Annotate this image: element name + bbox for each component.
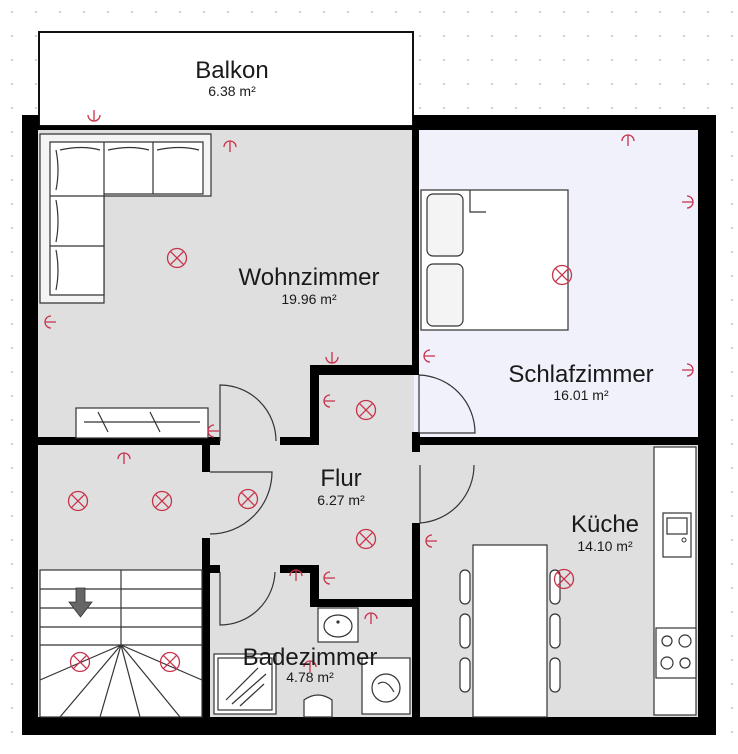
- room-name-flur: Flur: [320, 465, 361, 492]
- room-name-kueche: Küche: [571, 511, 639, 538]
- walls: [22, 115, 716, 735]
- bath-sink: [317, 607, 359, 643]
- door-links: [209, 471, 273, 535]
- room-area-kueche: 14.10 m²: [577, 538, 633, 554]
- sideboard: [75, 407, 209, 439]
- room-name-schlafzimmer: Schlafzimmer: [508, 361, 653, 388]
- room-area-schlafzimmer: 16.01 m²: [553, 387, 609, 403]
- room-balkon-floor: [38, 31, 414, 127]
- bathroom-fixtures: [213, 607, 411, 718]
- doors: [209, 374, 476, 626]
- kitchen-stove: [655, 627, 697, 679]
- door-badezimmer: [219, 571, 276, 626]
- room-name-badezimmer: Badezimmer: [243, 644, 378, 671]
- room-area-balkon: 6.38 m²: [208, 83, 256, 99]
- room-labels: Balkon 6.38 m² Wohnzimmer 19.96 m² Schla…: [195, 57, 653, 685]
- door-wohnzimmer: [219, 384, 277, 442]
- stair-down-arrow-icon: [68, 587, 93, 618]
- bed: [420, 189, 569, 331]
- shower: [213, 653, 277, 715]
- room-area-wohnzimmer: 19.96 m²: [281, 291, 337, 307]
- toilet: [303, 694, 333, 718]
- kitchen-sink: [662, 512, 692, 558]
- room-area-flur: 6.27 m²: [317, 492, 365, 508]
- room-name-balkon: Balkon: [195, 57, 268, 84]
- room-name-wohnzimmer: Wohnzimmer: [239, 264, 380, 291]
- sofa: [39, 133, 212, 304]
- door-kueche: [419, 464, 475, 524]
- staircase: [39, 569, 203, 718]
- dining-table: [472, 544, 548, 718]
- door-schlafzimmer: [418, 374, 476, 434]
- washing-machine: [361, 657, 411, 715]
- kitchen-fixtures: [459, 446, 697, 718]
- room-area-badezimmer: 4.78 m²: [286, 669, 334, 685]
